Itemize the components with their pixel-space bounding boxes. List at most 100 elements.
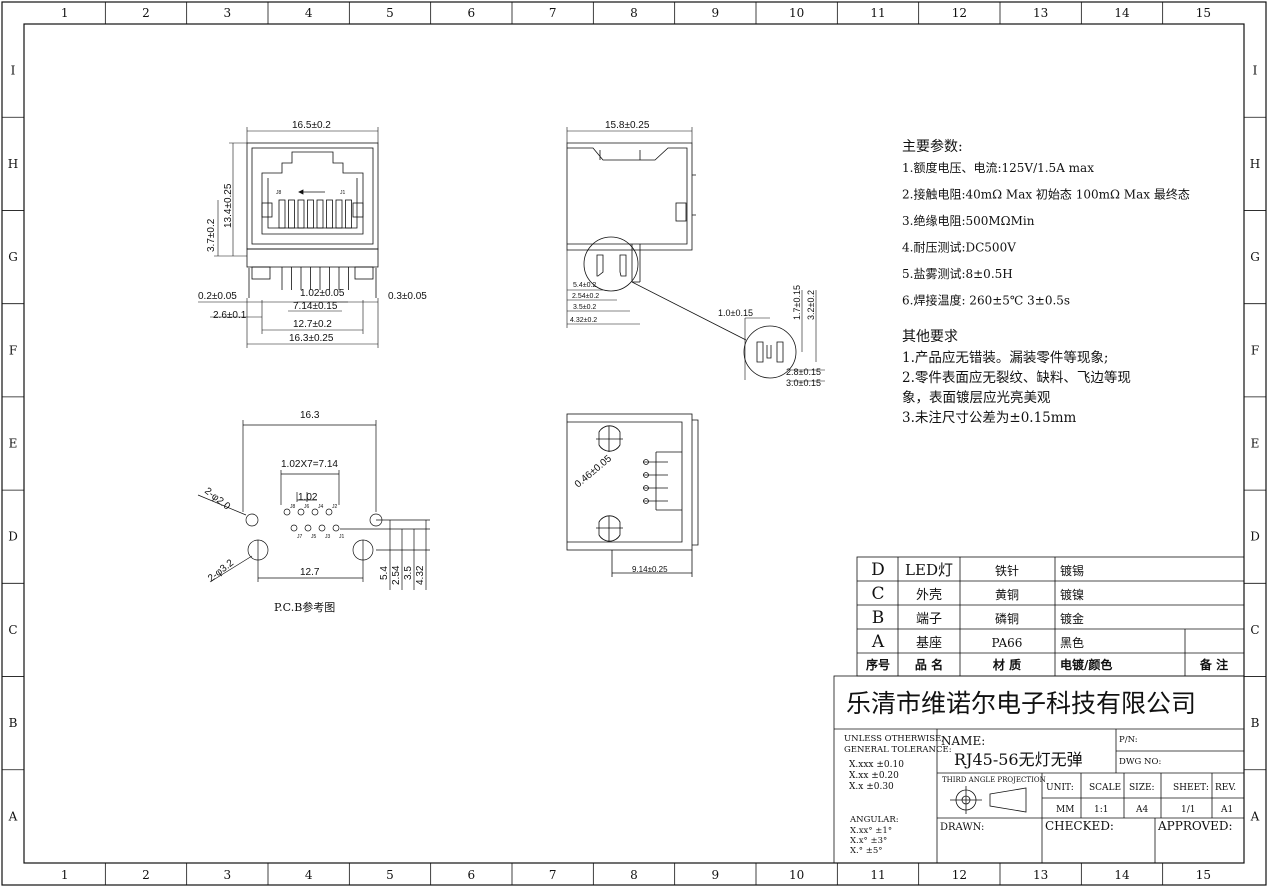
size-value: A4 <box>1135 805 1148 815</box>
dim-detail-b: 1.7±0.15 <box>792 285 802 320</box>
pcb-dim-width: 16.3 <box>300 410 320 421</box>
zone-labels: 1122334455667788991010111112121313141415… <box>8 6 1261 882</box>
name-value: RJ45-56无灯无弹 <box>954 750 1083 769</box>
zone-column-label: 15 <box>1196 868 1211 882</box>
dwg-label: DWG NO: <box>1119 757 1161 767</box>
notes-main-item: 1.额度电压、电流:125V/1.5A max <box>902 160 1094 175</box>
name-label: NAME: <box>941 734 985 748</box>
bom-cell-name: 基座 <box>916 636 942 651</box>
angular-title: ANGULAR: <box>849 815 899 825</box>
pcb-pin-hole <box>297 508 305 516</box>
pcb-dim-hole-small: 2-φ2.0 <box>202 486 232 513</box>
dim-side-c: 3.5±0.2 <box>573 304 596 311</box>
side-view <box>566 142 797 379</box>
dim-side-b: 2.54±0.2 <box>572 293 599 300</box>
pcb-pin-hole <box>325 508 333 516</box>
pcb-pin-hole <box>290 524 298 532</box>
pcb-dim-c: 3.5 <box>403 566 414 580</box>
pcb-dim-pitch: 1.02 <box>298 492 318 503</box>
title-block-text: 乐清市维诺尔电子科技有限公司 UNLESS OTHERWISE, GENERAL… <box>844 689 1236 856</box>
zone-column-label: 4 <box>305 6 313 20</box>
bottom-dim-width: 9.14±0.25 <box>632 565 668 574</box>
contact-slot <box>288 199 295 229</box>
dim-detail-d: 2.8±0.15 <box>786 367 821 377</box>
bom-cell-finish: 镀金 <box>1060 611 1084 626</box>
zone-column-label: 12 <box>952 6 967 20</box>
zone-row-label: F <box>1251 343 1259 357</box>
sheet-value: 1/1 <box>1181 805 1195 815</box>
contact-slot <box>316 199 324 229</box>
zone-column-label: 5 <box>386 868 394 882</box>
bom-header-finish: 电镀/颜色 <box>1060 657 1112 672</box>
dim-detail-e: 3.0±0.15 <box>786 378 821 388</box>
zone-column-label: 9 <box>712 6 720 20</box>
scale-value: 1:1 <box>1094 805 1108 815</box>
zone-row-label: I <box>11 64 16 78</box>
angular-1: X.xx° ±1° <box>850 826 892 836</box>
zone-column-label: 13 <box>1033 868 1048 882</box>
zone-column-label: 2 <box>142 868 150 882</box>
bom-cell-no: B <box>872 608 885 628</box>
bom-cell-material: PA66 <box>992 636 1023 650</box>
dim-leg-width: 0.2±0.05 <box>198 291 237 302</box>
zone-row-label: H <box>1250 157 1260 171</box>
zone-row-label: F <box>9 343 17 357</box>
bom-cell-material: 磷铜 <box>995 611 1019 626</box>
dim-pin-pitch: 1.02±0.05 <box>300 288 345 299</box>
zone-row-label: E <box>1251 437 1260 451</box>
bottom-dim-hole: 0.46±0.05 <box>573 453 614 490</box>
zone-row-label: H <box>8 157 18 171</box>
pcb-layout-labels: 16.3 1.02X7=7.14 1.02 2-φ2.0 2-φ3.2 12.7… <box>202 410 426 614</box>
bottom-view <box>566 413 699 577</box>
pcb-pin-hole <box>304 524 312 532</box>
bom-cell-finish: 镀镍 <box>1060 588 1084 602</box>
checked-label: CHECKED: <box>1045 819 1114 833</box>
zone-row-label: E <box>9 437 18 451</box>
pcb-pin-label: J7 <box>297 534 303 540</box>
dim-shell-thickness: 0.3±0.05 <box>388 291 427 302</box>
pcb-pin-label: J2 <box>332 504 338 510</box>
zone-row-label: B <box>9 716 18 730</box>
dim-height: 13.4±0.25 <box>223 183 234 228</box>
zone-column-label: 7 <box>549 868 557 882</box>
contact-slot <box>345 199 352 229</box>
contact-slot <box>326 199 333 229</box>
notes-other-item: 象，表面镀层应光亮美观 <box>902 389 1051 406</box>
tolerance-xx: X.xx ±0.20 <box>849 771 899 781</box>
zone-column-label: 10 <box>789 868 804 882</box>
notes-other-title: 其他要求 <box>902 329 958 345</box>
notes-other-item: 3.未注尺寸公差为±0.15mm <box>902 410 1077 426</box>
notes-other-item: 2.零件表面应无裂纹、缺料、飞边等现 <box>902 369 1131 386</box>
zone-column-label: 8 <box>630 868 638 882</box>
zone-column-label: 5 <box>386 6 394 20</box>
unit-value: MM <box>1056 805 1074 815</box>
front-view-dimension-labels: 16.5±0.2 13.4±0.25 3.7±0.2 0.2±0.05 2.6±… <box>198 120 427 344</box>
notes-main-item: 6.焊接温度: 260±5℃ 3±0.5s <box>902 293 1070 308</box>
zone-column-label: 15 <box>1196 6 1211 20</box>
dim-body-height: 3.7±0.2 <box>206 218 217 252</box>
bom-cell-name: 端子 <box>916 612 942 627</box>
zone-row-label: B <box>1251 716 1260 730</box>
contact-slot <box>335 199 343 229</box>
notes-main-item: 5.盐雾测试:8±0.5H <box>902 266 1013 281</box>
zone-column-label: 11 <box>870 6 885 20</box>
side-view-dimensions <box>566 127 825 382</box>
zone-column-label: 12 <box>952 868 967 882</box>
dim-width: 16.5±0.2 <box>292 120 331 131</box>
bom-cell-no: C <box>871 584 884 604</box>
dim-detail-c: 3.2±0.2 <box>806 290 816 320</box>
pcb-dim-post-span: 12.7 <box>300 567 320 578</box>
tolerance-x: X.x ±0.30 <box>849 782 894 792</box>
zone-column-label: 10 <box>789 6 804 20</box>
pcb-pin-hole <box>311 508 319 516</box>
pcb-dim-pin-span: 1.02X7=7.14 <box>281 459 338 470</box>
side-view-dimension-labels: 15.8±0.25 5.4±0.2 2.54±0.2 3.5±0.2 4.32±… <box>570 120 821 388</box>
notes-other-item: 1.产品应无错装。漏装零件等现象; <box>902 349 1108 366</box>
bottom-view-labels: 0.46±0.05 9.14±0.25 <box>573 453 668 574</box>
bom-cell-finish: 镀锡 <box>1060 563 1084 578</box>
projection-label: THIRD ANGLE PROJECTION <box>942 776 1046 784</box>
pcb-pin-label: J4 <box>318 504 324 510</box>
bom-cell-no: A <box>871 632 885 652</box>
